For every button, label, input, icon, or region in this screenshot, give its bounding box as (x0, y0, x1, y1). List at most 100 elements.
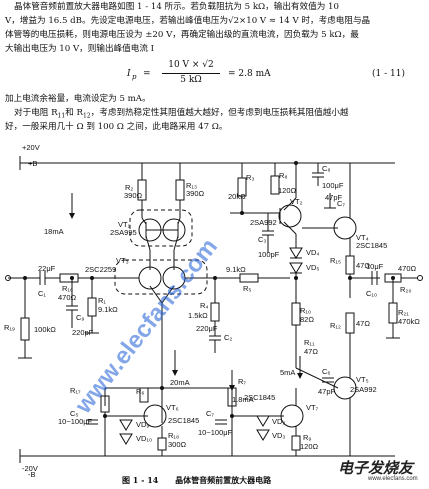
label-c6: C₆ (322, 367, 330, 376)
logo-text: 电子发烧友 (338, 459, 414, 477)
label-r15: R₁₅ (330, 256, 341, 265)
resistor-r12 (345, 312, 355, 334)
label-c1-value: 22μF (38, 264, 56, 273)
label-r2-value: 390Ω (124, 191, 143, 200)
label-r3: R₃ (246, 173, 254, 182)
label-c7: C₇ (206, 409, 214, 418)
diode-vd3 (256, 429, 270, 441)
label-c9-value: 220pF (72, 328, 94, 337)
label-vt7-part: 2SC1845 (244, 393, 275, 402)
label-r9-value: 120Ω (300, 442, 319, 451)
text-run: 和 R (65, 108, 84, 118)
label-bminus: -B (28, 470, 36, 478)
label-vd5: VD₅ (306, 263, 319, 272)
label-c5-value: 10~100μF (58, 417, 93, 426)
resistor-r4 (210, 302, 220, 322)
figure-caption: 图 1 - 14 晶体管音频前置放大器电路 (122, 475, 271, 486)
label-r11-value: 47Ω (304, 347, 318, 356)
label-r18-value: 300Ω (168, 440, 187, 449)
label-current-20ma: 20mA (170, 378, 190, 387)
label-vt6-part: 2SC1845 (168, 416, 199, 425)
resistor-r21 (388, 302, 398, 324)
diode-vd9 (119, 419, 133, 431)
resistor-r5 (239, 273, 259, 283)
label-vt3: VT₃ (116, 256, 129, 265)
label-r10: R₁₀ (300, 306, 311, 315)
resistor-r1 (87, 297, 97, 317)
label-r3-value: 20kΩ (228, 192, 246, 201)
site-logo: 电子发烧友 www.elecfans.com (338, 457, 426, 485)
label-r9: R₉ (303, 433, 311, 442)
label-c8-value: 100μF (322, 181, 344, 190)
label-r12-value: 47Ω (356, 319, 370, 328)
label-r1: R₁ (98, 296, 106, 305)
paragraph-line-1: 晶体管音频前置放大器电路如图 1 - 14 所示。若负载阻抗为 5 kΩ，输出有… (14, 2, 339, 12)
paragraph-line-6: 对于电阻 R11和 R12，考虑到热稳定性其阻值越大越好，但考虑到电压损耗其阻值… (14, 108, 348, 122)
label-vminus: -20V (22, 464, 38, 473)
circuit-schematic: +20V +B -20V -B 18mA 20mA 1.8mA 5mA R₂ 3… (4, 143, 423, 478)
label-r4: R₄ (200, 301, 208, 310)
label-vd9: VD₉ (136, 420, 149, 429)
label-vd3: VD₃ (272, 431, 285, 440)
fraction-bar (162, 73, 220, 74)
paragraph-line-7: 好，一般采用几十 Ω 到 100 Ω 之间，此电路采用 47 Ω。 (5, 122, 228, 132)
label-c10: C₁₀ (366, 289, 377, 298)
formula-number: (1 - 11) (372, 69, 405, 79)
label-r18: R₁₈ (168, 431, 179, 440)
transistor-vt2 (278, 204, 302, 228)
paragraph-line-4: 大输出电压为 10 V，则输出峰值电流 I (5, 44, 155, 54)
label-vt1: VT₁ (118, 220, 131, 229)
diode-vd2 (256, 415, 270, 427)
label-vd4: VD₄ (306, 248, 319, 257)
diode-vd5 (289, 262, 303, 274)
label-c3-value: 100pF (258, 250, 280, 259)
label-c1: C₁ (38, 289, 46, 298)
label-r21: R₂₁ (398, 308, 409, 317)
label-c2-value: 220μF (196, 324, 218, 333)
transistor-vt5 (333, 376, 357, 400)
resistor-r15 (345, 255, 355, 275)
label-r8: R₈ (279, 171, 288, 180)
logo-url: www.elecfans.com (368, 476, 418, 482)
text-run: 对于电阻 R (14, 108, 58, 118)
formula-denominator: 5 kΩ (180, 75, 202, 85)
label-r5: R₅ (243, 284, 251, 293)
figure-number: 图 1 - 14 (122, 475, 159, 485)
label-r4-value: 1.5kΩ (188, 311, 208, 320)
label-r12: R₁₂ (330, 321, 341, 330)
label-vt5: VT₅ (356, 375, 369, 384)
label-vt6: VT₆ (166, 403, 179, 412)
resistor-r9 (291, 435, 301, 451)
label-r16: R₁₆ (62, 284, 73, 293)
label-r19: R₁₉ (4, 323, 15, 332)
label-r11: R₁₁ (304, 338, 315, 347)
label-r1-value: 9.1kΩ (98, 305, 118, 314)
label-vt5-part: 2SA992 (350, 385, 377, 394)
label-c6-value: 47pF (318, 387, 336, 396)
output-terminal (417, 275, 423, 281)
label-vt4-part: 2SC1845 (356, 241, 387, 250)
label-vt7: VT₇ (306, 403, 319, 412)
label-vt1-part: 2SA995 (110, 228, 137, 237)
paragraph-line-5: 加上电流余裕量，电流设定为 5 mA。 (5, 94, 151, 104)
resistor-r19 (20, 317, 30, 341)
label-r5-value: 9.1kΩ (226, 265, 246, 274)
label-bplus: +B (28, 159, 37, 168)
label-r20-value: 470Ω (398, 264, 417, 273)
label-c10-value: 10μF (366, 262, 384, 271)
label-r21-value: 470kΩ (398, 317, 420, 326)
label-vd2: VD₂ (272, 417, 285, 426)
label-vt4: VT₄ (356, 233, 369, 242)
diode-vd10 (119, 433, 133, 445)
label-c9: C₉ (76, 313, 84, 322)
label-r8-value: 120Ω (278, 186, 297, 195)
label-current-5ma: 5mA (280, 368, 295, 377)
transistor-vt3a (138, 266, 162, 290)
diode-vd4 (289, 247, 303, 259)
paragraph-line-2: V，增益为 16.5 dB。先设定电源电压，若输出峰值电压为√2×10 V ≈ … (5, 16, 371, 26)
label-c8: C₈ (322, 164, 331, 173)
resistor-r13 (175, 179, 185, 201)
formula-lhs-subscript: p (132, 73, 137, 81)
formula-numerator: 10 V × √2 (168, 60, 214, 70)
formula-equals: = (143, 69, 151, 79)
